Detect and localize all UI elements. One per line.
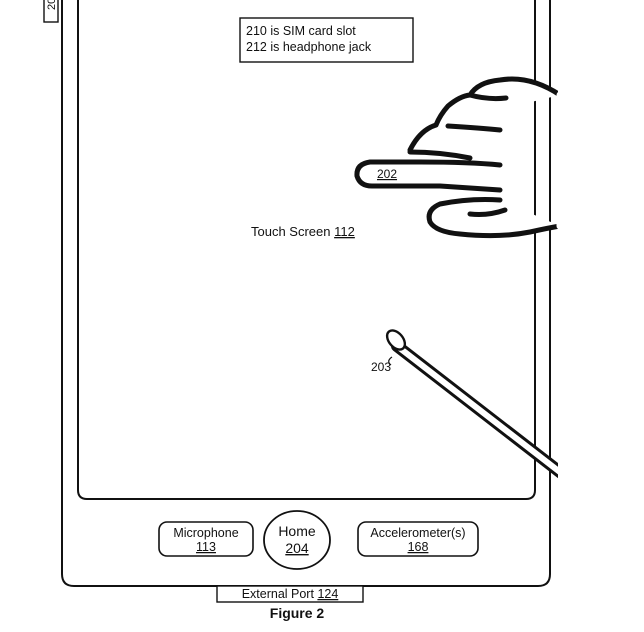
touch-screen-area <box>77 0 536 500</box>
accelerometer-ref: 168 <box>408 540 429 554</box>
svg-text:20: 20 <box>46 0 58 10</box>
touch-screen-text: Touch Screen <box>251 224 331 239</box>
home-label: Home <box>278 523 316 539</box>
note-line-2: 212 is headphone jack <box>246 40 372 54</box>
finger-ref: 202 <box>377 167 397 181</box>
stylus-illustration <box>385 329 571 482</box>
microphone-ref: 113 <box>196 540 216 554</box>
touch-screen-label: Touch Screen 112 <box>251 224 355 239</box>
external-port-ref: 124 <box>317 587 338 601</box>
hand-illustration <box>354 76 564 239</box>
microphone-label: Microphone <box>173 526 238 540</box>
right-margin <box>558 0 644 632</box>
accelerometer-label: Accelerometer(s) <box>370 526 465 540</box>
accelerometer-box: Accelerometer(s) 168 <box>357 521 479 557</box>
microphone-box: Microphone 113 <box>158 521 254 557</box>
note-line-1: 210 is SIM card slot <box>246 24 356 38</box>
home-ref: 204 <box>285 540 309 556</box>
touch-screen-ref: 112 <box>334 224 355 239</box>
svg-text:External Port 124: External Port 124 <box>242 587 339 601</box>
note-box: 210 is SIM card slot 212 is headphone ja… <box>239 17 414 63</box>
stylus-ref: 203 <box>371 360 391 374</box>
figure-caption: Figure 2 <box>270 605 325 621</box>
home-button[interactable]: Home 204 <box>263 510 331 570</box>
device-ref-label: 20 <box>43 0 59 23</box>
external-port: External Port 124 <box>216 585 364 603</box>
external-port-text: External Port <box>242 587 315 601</box>
svg-text:Touch Screen 112: Touch Screen 112 <box>251 224 355 239</box>
